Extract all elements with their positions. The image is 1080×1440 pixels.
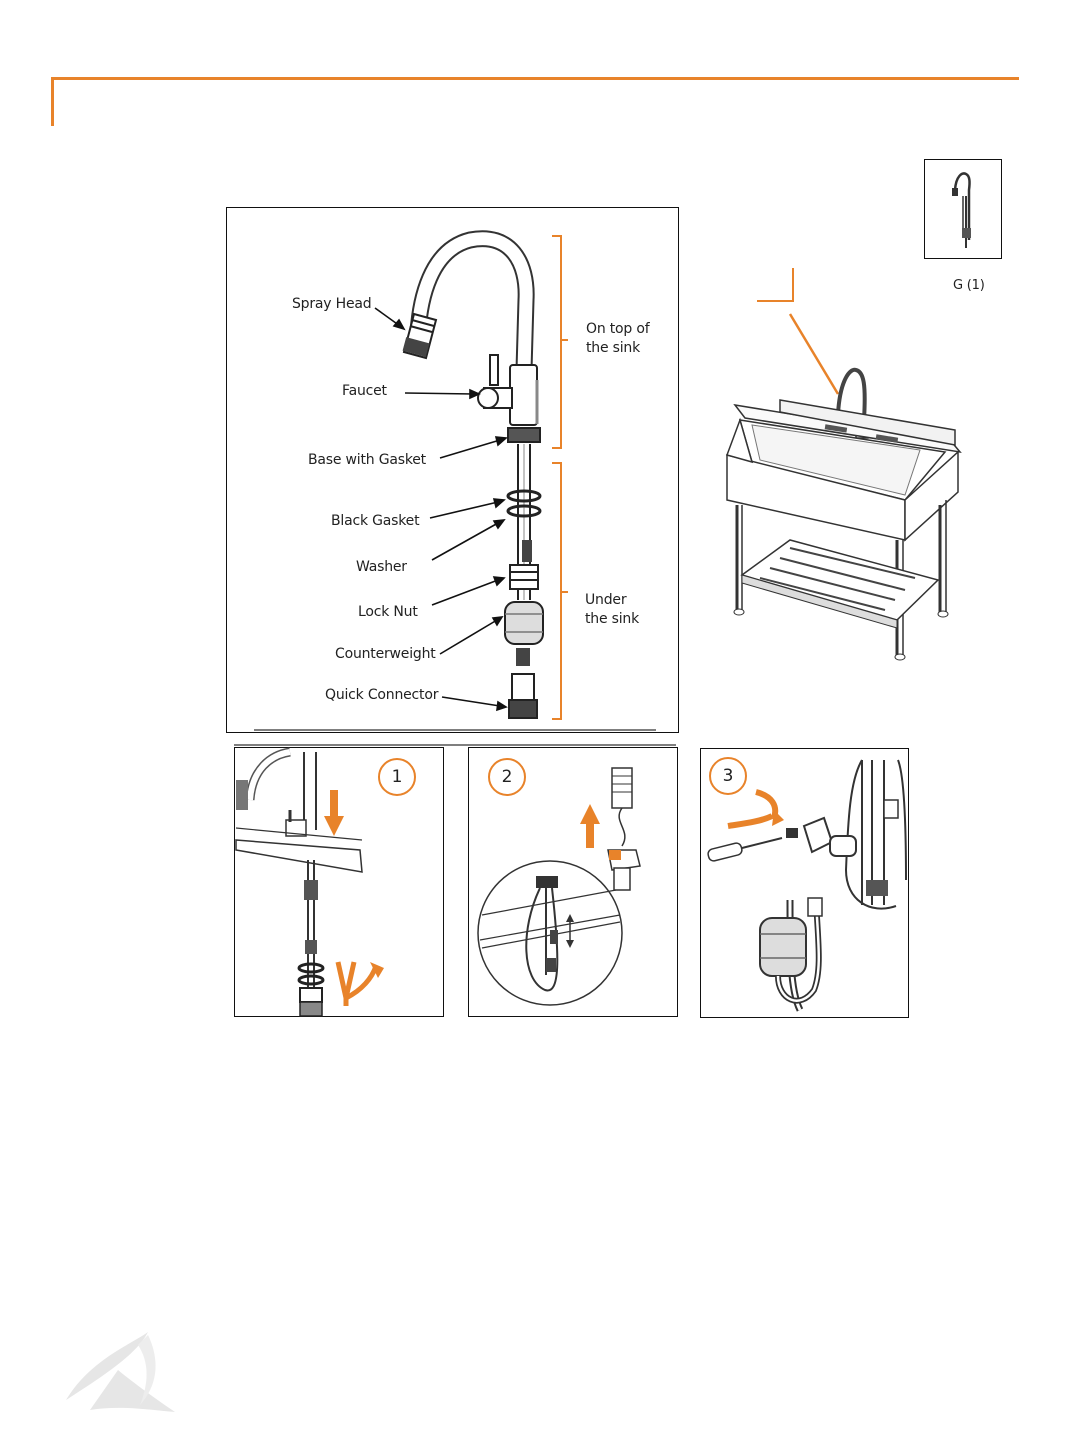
- swirl-logo-icon: [0, 0, 1080, 1440]
